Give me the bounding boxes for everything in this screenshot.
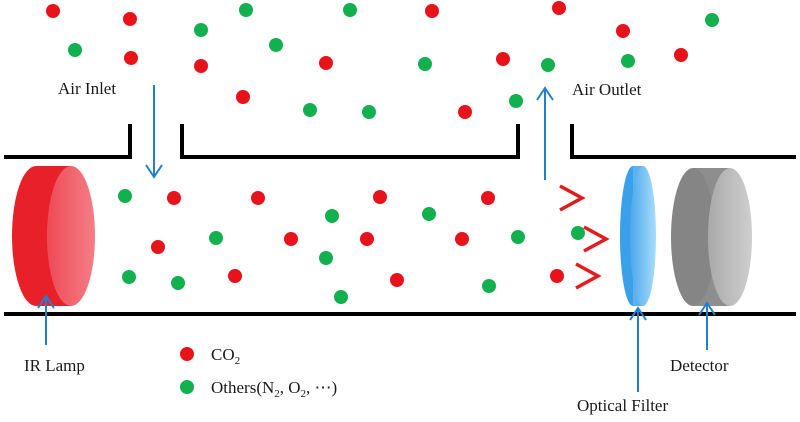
legend-co2-marker: [180, 347, 194, 361]
legend-co2-label: CO2: [211, 345, 240, 367]
optical-filter-pointer-head: [629, 306, 647, 321]
legend-others-label: Others(N2, O2, ⋯): [211, 378, 337, 400]
other-gas-molecule: [68, 43, 82, 57]
co2-molecule: [390, 273, 404, 287]
ir-beam-middle-arrowhead: [583, 225, 610, 253]
co2-molecule: [319, 56, 333, 70]
optical-filter-label: Optical Filter: [577, 396, 668, 415]
legend: CO2 Others(N2, O2, ⋯): [180, 345, 337, 400]
other-gas-molecule: [269, 38, 283, 52]
flow-arrows: [37, 85, 716, 392]
co2-molecule: [425, 4, 439, 18]
top-wall-right: [570, 124, 796, 159]
detector-back: [671, 168, 715, 306]
ir-lamp-pointer-head: [37, 294, 55, 309]
air-outlet-label: Air Outlet: [572, 80, 642, 99]
other-gas-molecule: [343, 3, 357, 17]
co2-molecule: [46, 4, 60, 18]
other-gas-molecule: [194, 23, 208, 37]
top-wall-middle: [180, 124, 520, 159]
co2-molecule: [360, 232, 374, 246]
other-gas-molecule: [482, 279, 496, 293]
detector-pointer-head: [698, 301, 716, 316]
optical-filter: [620, 166, 656, 306]
co2-molecule: [123, 12, 137, 26]
other-gas-molecule: [122, 270, 136, 284]
co2-molecule: [373, 190, 387, 204]
ir-beam-bottom-arrowhead: [575, 262, 602, 290]
other-gas-molecule: [362, 105, 376, 119]
co2-molecule: [284, 232, 298, 246]
top-wall-left: [4, 124, 132, 159]
other-gas-molecule: [509, 94, 523, 108]
detector: [671, 168, 752, 306]
co2-molecule: [616, 24, 630, 38]
other-gas-molecule: [239, 3, 253, 17]
other-gas-molecule: [621, 54, 635, 68]
other-gas-molecule: [303, 103, 317, 117]
co2-molecule: [236, 90, 250, 104]
air-inlet-label: Air Inlet: [58, 79, 116, 98]
air-inlet-arrowhead: [145, 164, 163, 179]
other-gas-molecule: [118, 189, 132, 203]
co2-molecule: [124, 51, 138, 65]
detector-label: Detector: [670, 356, 729, 375]
detector-face: [708, 168, 752, 306]
gas-molecules: [46, 1, 719, 304]
co2-molecule: [674, 48, 688, 62]
co2-molecule: [458, 105, 472, 119]
co2-molecule: [481, 191, 495, 205]
other-gas-molecule: [209, 231, 223, 245]
ir-lamp-back: [12, 166, 60, 306]
co2-molecule: [550, 269, 564, 283]
co2-molecule: [194, 59, 208, 73]
ir-lamp: [12, 166, 95, 306]
ir-lamp-label: IR Lamp: [24, 356, 85, 375]
co2-molecule: [151, 240, 165, 254]
other-gas-molecule: [418, 57, 432, 71]
co2-molecule: [496, 52, 510, 66]
tube-walls: [4, 124, 796, 316]
other-gas-molecule: [319, 251, 333, 265]
co2-molecule: [251, 191, 265, 205]
air-outlet-arrowhead: [536, 86, 554, 101]
co2-molecule: [552, 1, 566, 15]
other-gas-molecule: [541, 58, 555, 72]
legend-others-marker: [180, 380, 194, 394]
other-gas-molecule: [422, 207, 436, 221]
other-gas-molecule: [705, 13, 719, 27]
co2-molecule: [455, 232, 469, 246]
other-gas-molecule: [334, 290, 348, 304]
co2-molecule: [228, 269, 242, 283]
ir-lamp-face: [47, 166, 95, 306]
other-gas-molecule: [571, 226, 585, 240]
optical-filter-face: [630, 166, 656, 306]
other-gas-molecule: [325, 209, 339, 223]
ir-beam-top-arrowhead: [559, 184, 586, 212]
other-gas-molecule: [511, 230, 525, 244]
other-gas-molecule: [171, 276, 185, 290]
co2-molecule: [167, 191, 181, 205]
